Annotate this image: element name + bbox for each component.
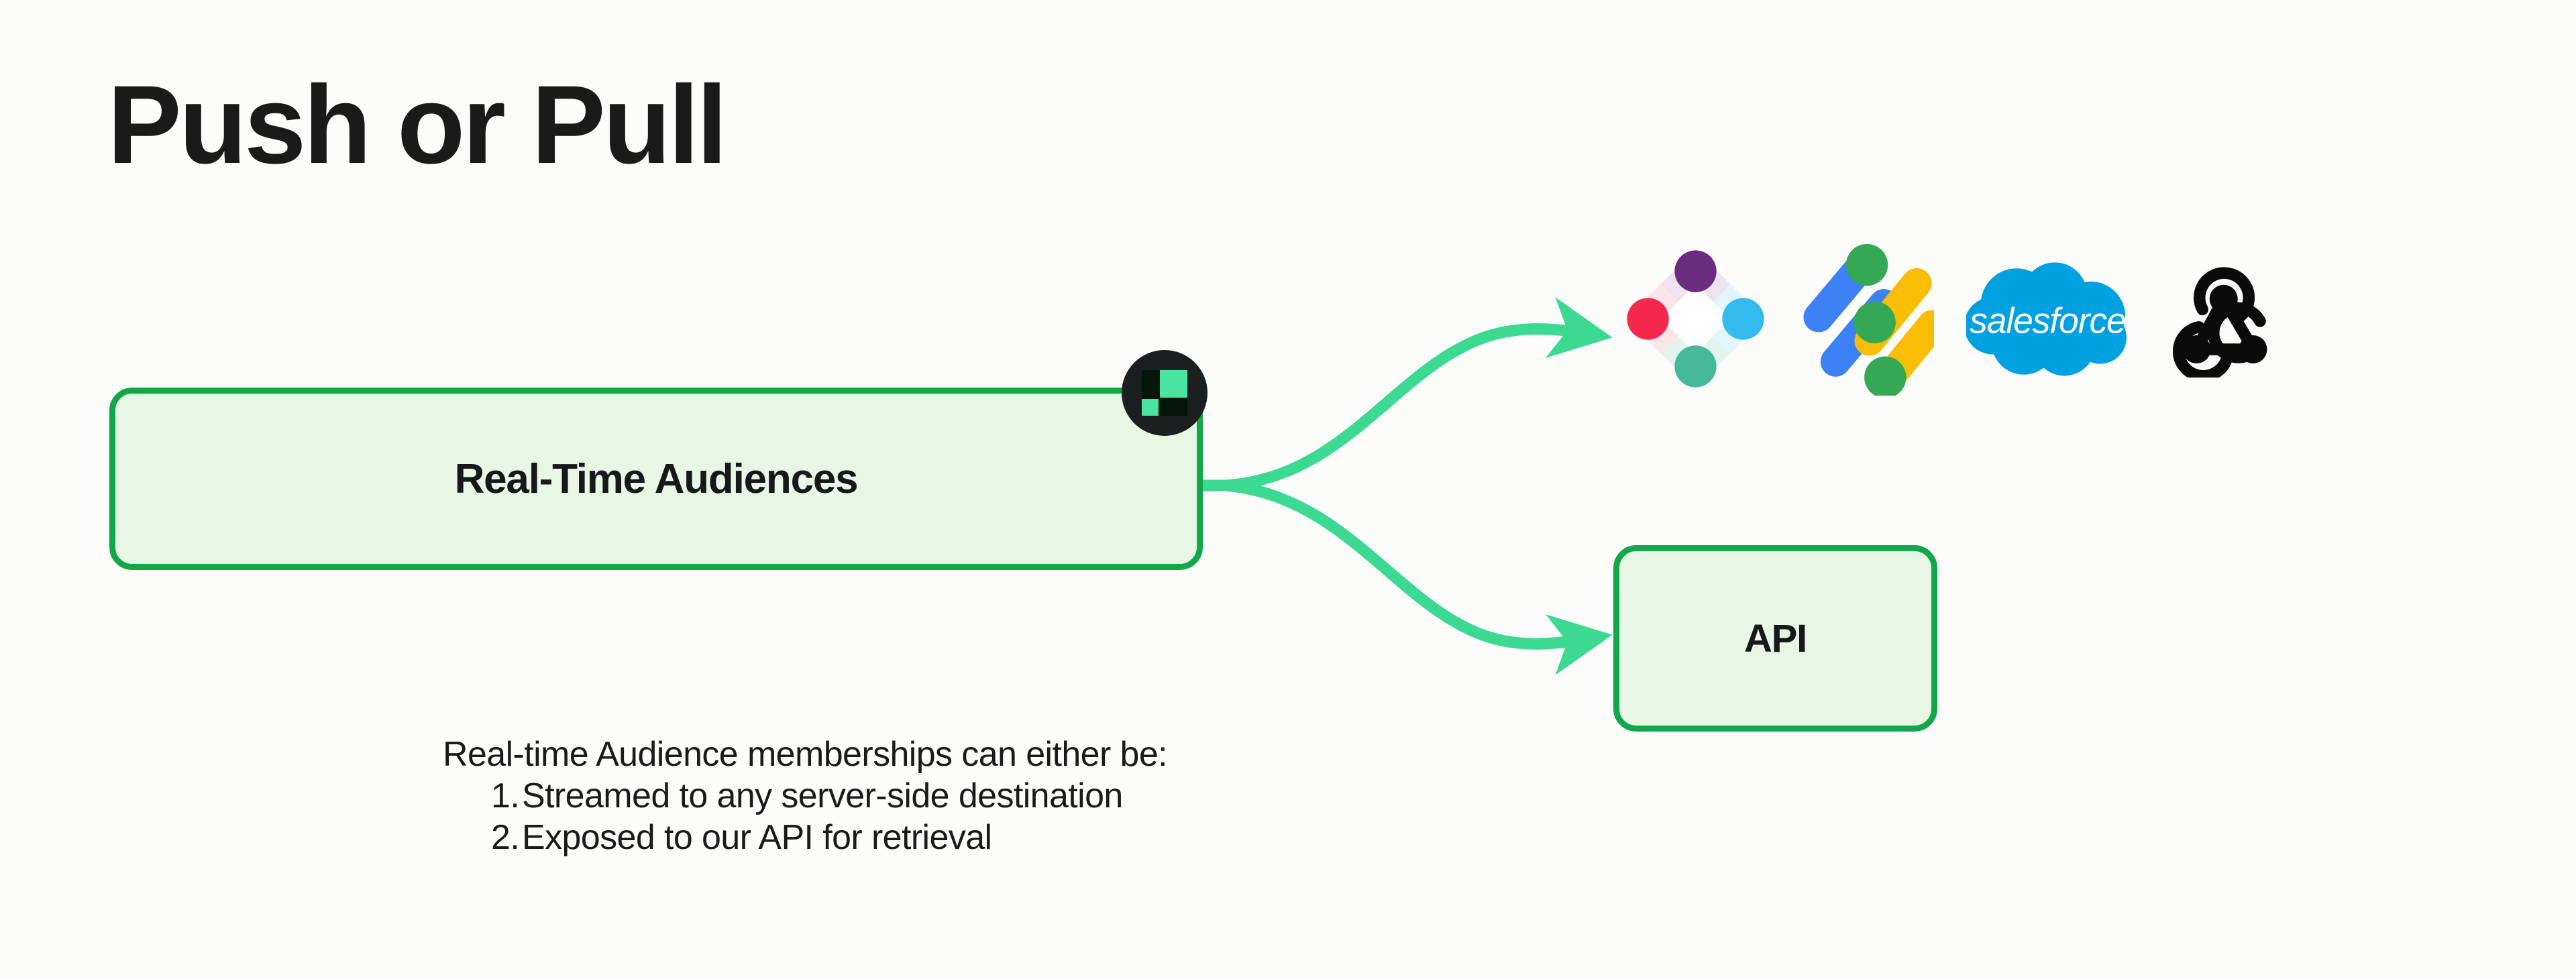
braze-square-mark-icon — [1122, 350, 1208, 436]
google-ads-dot-top — [1845, 243, 1888, 286]
list-item-number: 2. — [491, 817, 520, 857]
connector-to-destinations — [1220, 297, 1613, 492]
node-api[interactable]: API — [1613, 545, 1937, 732]
salesforce-wordmark: salesforce — [1970, 301, 2126, 341]
node-label: API — [1743, 616, 1807, 660]
salesforce-logo: salesforce — [1966, 262, 2127, 376]
webhook-node-left — [2182, 335, 2211, 363]
list-item-number: 1. — [491, 776, 520, 815]
google-ads-dot-mid — [1854, 301, 1896, 344]
caption-lead: Real-time Audience memberships can eithe… — [443, 735, 1168, 774]
braze-logo — [1626, 249, 1765, 388]
webhook-logo — [2173, 266, 2267, 378]
webhook-node-top — [2209, 284, 2238, 313]
list-item-text: Streamed to any server-side destination — [522, 776, 1123, 815]
caption-block: Real-time Audience memberships can eithe… — [443, 734, 1168, 859]
google-ads-logo — [1803, 243, 1934, 396]
google-ads-dot-bottom — [1864, 356, 1907, 396]
list-item-text: Exposed to our API for retrieval — [522, 817, 992, 857]
list-item: 2.Exposed to our API for retrieval — [491, 817, 1167, 859]
badge-mark — [1142, 370, 1187, 416]
page-title: Push or Pull — [107, 63, 727, 187]
webhook-node-right — [2239, 335, 2267, 363]
badge-square-small — [1142, 399, 1159, 416]
braze-dot-teal — [1674, 345, 1717, 388]
caption-list: 1.Streamed to any server-side destinatio… — [491, 776, 1167, 859]
node-label: Real-Time Audiences — [454, 455, 859, 502]
badge-square-large — [1160, 370, 1187, 398]
braze-dot-blue — [1722, 297, 1764, 340]
node-real-time-audiences[interactable]: Real-Time Audiences — [109, 388, 1203, 570]
braze-dot-purple — [1674, 249, 1717, 292]
list-item: 1.Streamed to any server-side destinatio… — [491, 776, 1167, 817]
connector-to-api — [1220, 479, 1613, 675]
braze-dot-red — [1627, 297, 1669, 340]
destination-logo-row: salesforce — [1623, 228, 2402, 409]
